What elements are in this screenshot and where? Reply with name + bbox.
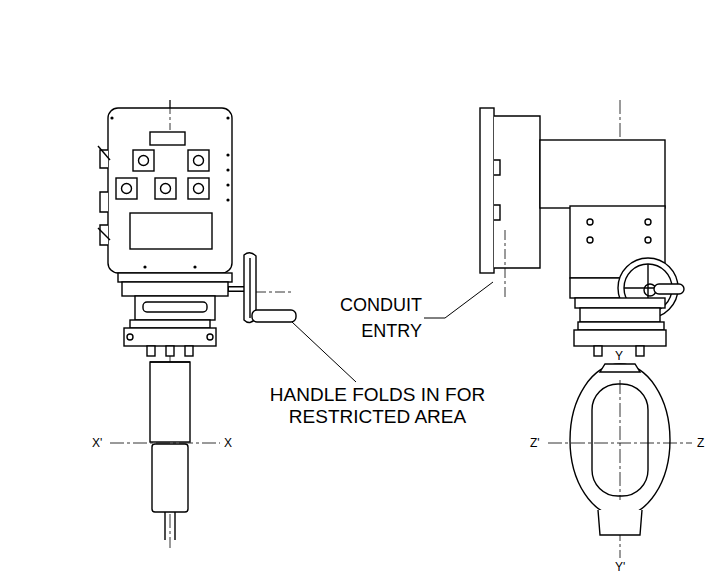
right-view	[480, 100, 692, 558]
leader-line	[424, 282, 493, 318]
callout-text: HANDLE FOLDS IN FOR RESTRICTED AREA	[225, 384, 530, 428]
left-view	[98, 100, 296, 548]
callout-text: CONDUIT ENTRY	[308, 292, 422, 344]
axis-label: Z'	[530, 436, 540, 450]
leader-line	[292, 322, 356, 382]
axis-label: Y'	[613, 560, 627, 574]
axis-label: X	[224, 436, 232, 450]
axis-label: Y	[613, 349, 625, 363]
axis-label: X'	[92, 436, 102, 450]
axis-label: Z	[697, 436, 704, 450]
